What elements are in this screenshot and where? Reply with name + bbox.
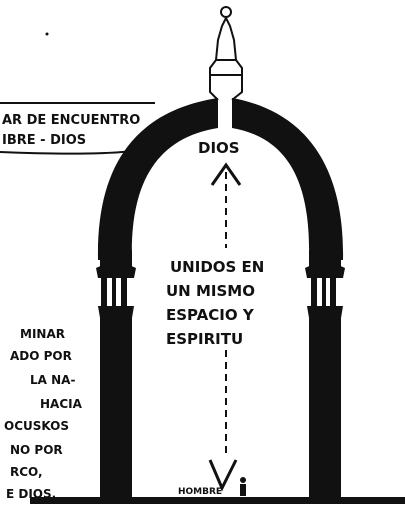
vertical-arrow — [208, 162, 242, 492]
left-text-5: OCUSKOS — [4, 419, 69, 433]
lantern — [209, 6, 243, 101]
top-label-line2: IBRE - DIOS — [2, 133, 86, 148]
left-text-1: MINAR — [20, 327, 65, 341]
right-column — [305, 250, 345, 498]
left-text-2: ADO POR — [10, 349, 72, 363]
center-line-3: ESPACIO Y — [166, 306, 255, 324]
left-text-7: RCO, — [10, 465, 43, 479]
ground-line — [30, 497, 405, 504]
center-line-4: ESPIRITU — [166, 330, 243, 348]
dome-right-shell — [232, 98, 344, 260]
hombre-label: HOMBRE — [178, 487, 222, 497]
left-text-4: HACIA — [40, 397, 83, 411]
left-text-8: E DIOS. — [6, 487, 56, 501]
dios-label: DIOS — [198, 139, 240, 157]
center-line-2: UN MISMO — [166, 282, 255, 300]
top-label-line1: AR DE ENCUENTRO — [2, 113, 140, 128]
person-figure-icon — [240, 477, 246, 496]
left-text-3: LA NA- — [30, 373, 75, 387]
stray-dot — [45, 32, 49, 36]
left-column — [96, 250, 136, 498]
left-text-6: NO POR — [10, 443, 63, 457]
center-line-1: UNIDOS EN — [170, 258, 264, 276]
top-label-frame — [0, 102, 199, 155]
dome-left-shell — [97, 98, 218, 260]
